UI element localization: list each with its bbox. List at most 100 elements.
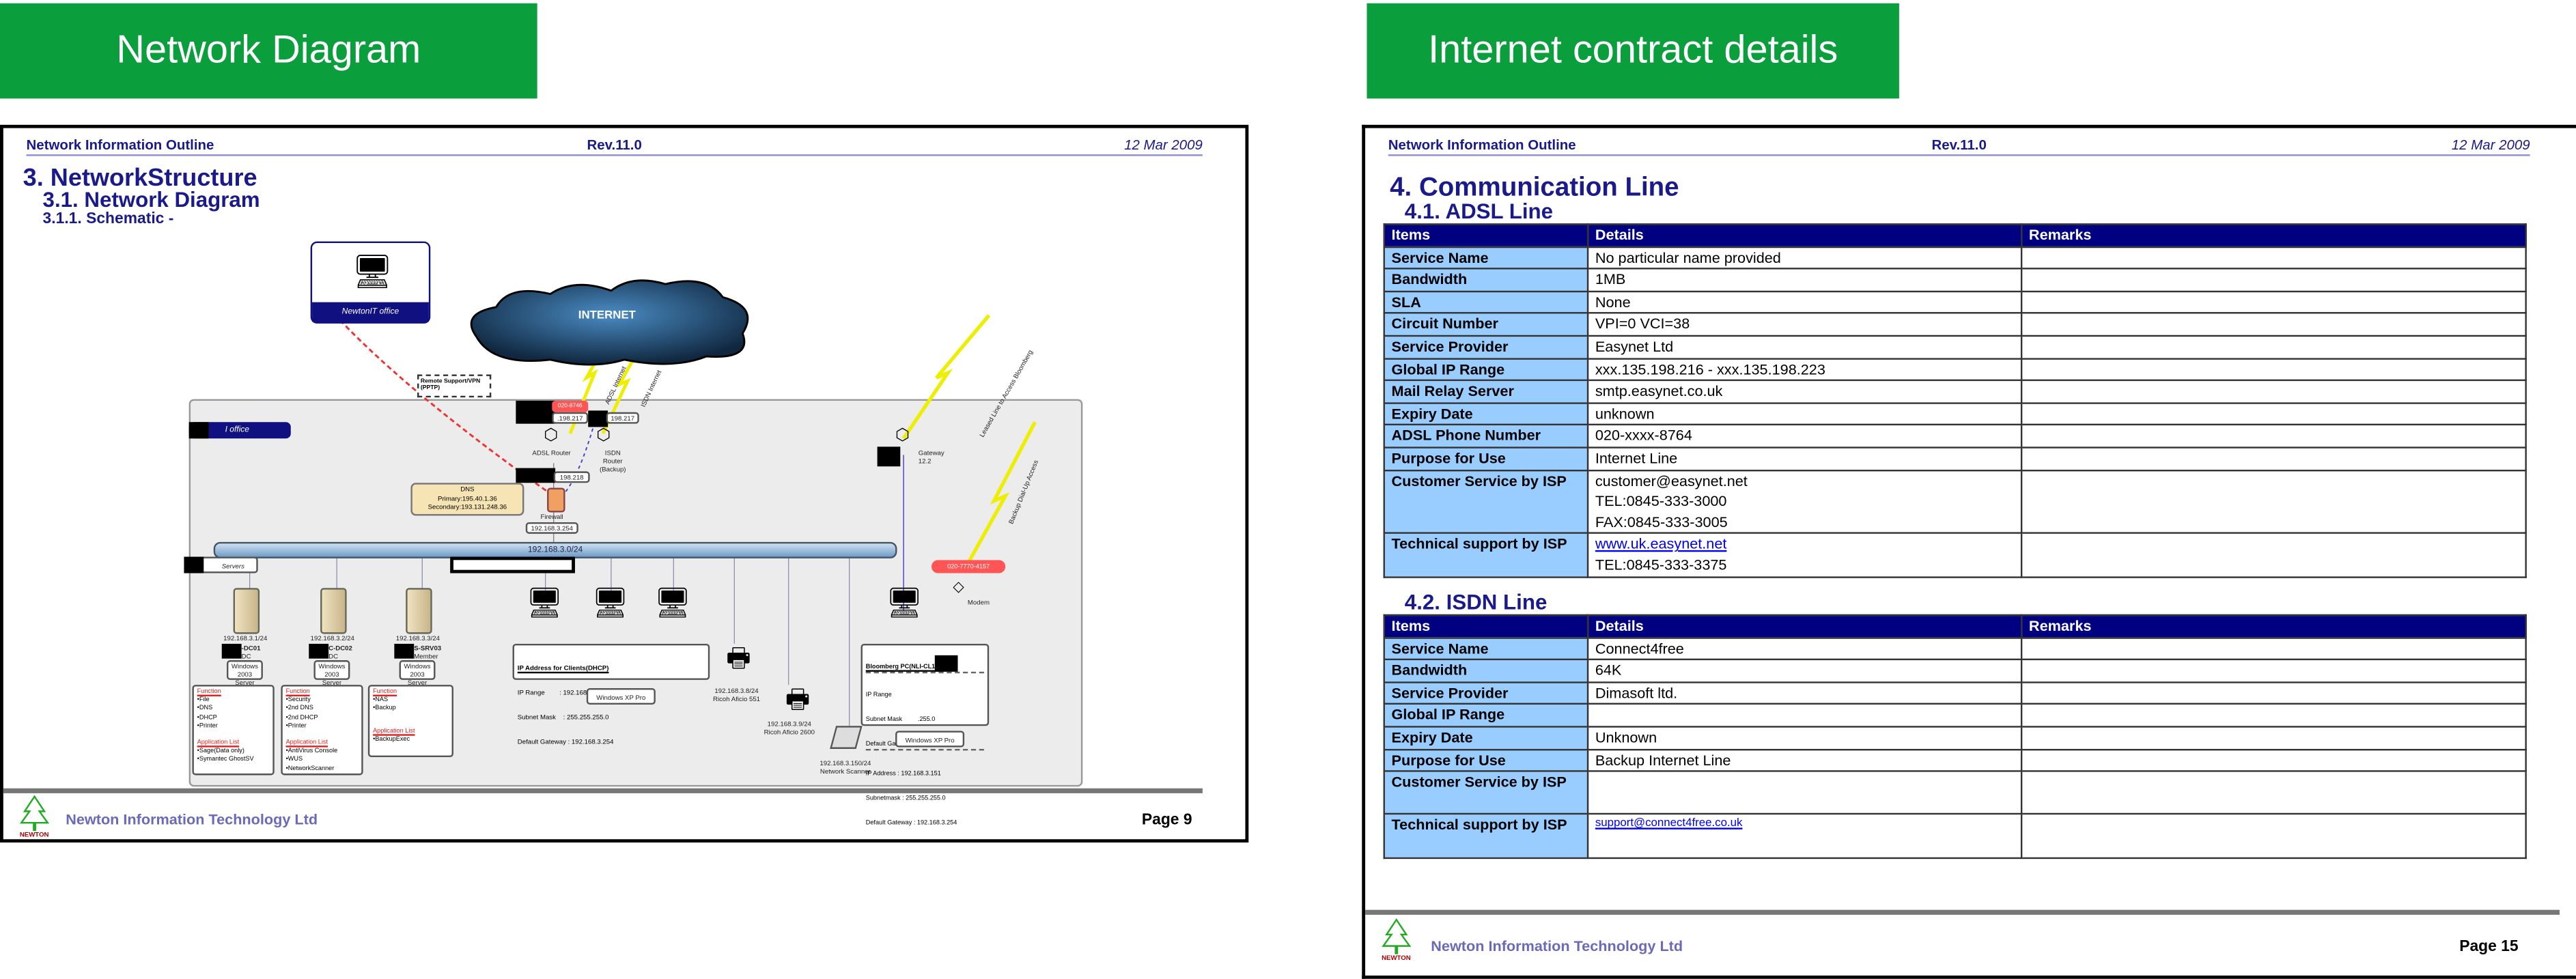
newton-tree-logo: NEWTON	[1382, 918, 1412, 961]
details-line: FAX:0845-333-3005	[1595, 513, 1728, 530]
item-cell: Technical support by ISP	[1383, 533, 1589, 578]
server-icon	[406, 588, 432, 634]
header-date: 12 Mar 2009	[2451, 136, 2530, 153]
details-cell: 020-xxxx-8764	[1586, 424, 2023, 449]
item-cell: Customer Service by ISP	[1383, 468, 1589, 535]
footer-divider	[3, 788, 1203, 793]
column-header: Items	[1383, 223, 1589, 248]
gateway-ip: 12.2	[918, 456, 932, 465]
app-item: •Sage(Data only)	[197, 748, 244, 754]
column-header: Remarks	[2020, 223, 2527, 248]
dns-secondary: Secondary:193.131.248.36	[428, 502, 507, 511]
remarks-cell	[2020, 533, 2527, 578]
printer-ip: 192.168.3.9/24	[767, 719, 811, 728]
item-cell: Expiry Date	[1383, 726, 1589, 750]
remarks-cell	[2020, 424, 2527, 449]
redaction	[516, 468, 556, 483]
function-item: •DNS	[197, 705, 213, 712]
details-line: xxx.135.198.216 - xxx.135.198.223	[1595, 360, 1825, 378]
item-cell: Service Provider	[1383, 681, 1589, 705]
details-link[interactable]: www.uk.easynet.net	[1595, 535, 1727, 553]
remarks-cell	[2020, 335, 2527, 359]
newton-office-box: 🖥 NewtonIT office	[310, 241, 431, 324]
redaction	[221, 643, 242, 659]
details-cell: Dimasoft ltd.	[1586, 681, 2023, 705]
header-doc-title: Network Information Outline	[26, 136, 214, 153]
function-item: •2nd DHCP	[285, 713, 318, 721]
scanner-ip: 192.168.3.150/24	[820, 758, 871, 767]
footer-company: Newton Information Technology Ltd	[66, 811, 318, 828]
isdn-lightning	[601, 339, 646, 435]
item-cell: Global IP Range	[1383, 703, 1589, 728]
details-cell: Backup Internet Line	[1586, 748, 2023, 772]
newton-office-label: NewtonIT office	[312, 302, 429, 322]
item-cell: ADSL Phone Number	[1383, 424, 1589, 449]
computer-icon: 🖥	[351, 254, 393, 291]
remarks-cell	[2020, 770, 2527, 816]
details-cell: Connect4free	[1586, 636, 2023, 661]
table-row: Technical support by ISP support@connect4…	[1383, 813, 2527, 859]
item-cell: Service Name	[1383, 245, 1589, 270]
details-line: 020-xxxx-8764	[1595, 427, 1692, 444]
dhcp-gateway: Default Gateway : 192.168.3.254	[517, 737, 614, 746]
section-title: 4. Communication Line	[1390, 173, 1679, 202]
isdn-router-icon: ⬡	[596, 427, 611, 445]
adsl-title: 4.1. ADSL Line	[1404, 199, 1554, 224]
modem-label: Modem	[967, 597, 990, 606]
details-line: Dimasoft ltd.	[1595, 684, 1678, 701]
details-line: None	[1595, 294, 1631, 311]
header-revision: Rev.11.0	[587, 136, 642, 153]
details-cell: None	[1586, 290, 2023, 315]
app-list-title: Application List	[285, 739, 328, 746]
details-cell	[1586, 770, 2023, 816]
remarks-cell	[2020, 813, 2527, 859]
gateway-icon: ⬡	[895, 427, 910, 445]
details-line: No particular name provided	[1595, 249, 1781, 266]
details-line: Unknown	[1595, 729, 1657, 746]
subsection-title: 3.1. Network Diagram	[42, 187, 260, 212]
function-title: Function	[373, 687, 397, 695]
remarks-cell	[2020, 313, 2527, 337]
header-date: 12 Mar 2009	[1124, 136, 1203, 153]
server-icon	[320, 588, 347, 634]
header-revision: Rev.11.0	[1931, 136, 1987, 153]
firewall-lan-ip: 192.168.3.254	[525, 522, 578, 534]
column-header: Items	[1383, 614, 1589, 638]
details-line: unknown	[1595, 405, 1655, 422]
item-cell: Expiry Date	[1383, 401, 1589, 426]
isdn-router-label: ISDN Router (Backup)	[600, 448, 626, 473]
function-item: •2nd DNS	[285, 705, 313, 712]
item-cell: Technical support by ISP	[1383, 813, 1589, 859]
table-row: Technical support by ISP www.uk.easynet.n…	[1383, 533, 2527, 578]
item-cell: Customer Service by ISP	[1383, 770, 1589, 816]
table-row: Global IP Range	[1383, 703, 2527, 728]
network-diagram: 🖥 NewtonIT office INTERNET Remote Suppor…	[3, 128, 1246, 840]
app-list-title: Application List	[197, 739, 240, 746]
svg-text:NEWTON: NEWTON	[20, 832, 49, 838]
details-cell: smtp.easynet.co.uk	[1586, 380, 2023, 404]
item-cell: Purpose for Use	[1383, 748, 1589, 772]
dhcp-info-box: IP Address for Clients(DHCP) IP Range : …	[512, 643, 710, 746]
function-item: •File	[197, 696, 210, 704]
details-link[interactable]: support@connect4free.co.uk	[1595, 818, 1743, 830]
remarks-cell	[2020, 659, 2527, 683]
details-line: Internet Line	[1595, 449, 1678, 467]
redaction	[309, 643, 329, 659]
details-cell: xxx.135.198.216 - xxx.135.198.223	[1586, 357, 2023, 382]
server-ip: 192.168.3.2/24	[310, 634, 354, 642]
page-header: Network Information Outline Rev.11.0 12 …	[1388, 137, 2530, 156]
isdn-ip-label: 198.217	[606, 412, 639, 424]
details-line: TEL:0845-333-3000	[1595, 492, 1727, 510]
server-icon	[233, 588, 260, 634]
details-cell: Internet Line	[1586, 446, 2023, 471]
app-item: •WUS	[285, 756, 303, 763]
printer-icon: 🖶	[785, 686, 811, 715]
function-title: Function	[197, 687, 221, 695]
server-function-box: Function•Security•2nd DNS•2nd DHCP•Print…	[281, 685, 363, 776]
remarks-cell	[2020, 726, 2527, 750]
